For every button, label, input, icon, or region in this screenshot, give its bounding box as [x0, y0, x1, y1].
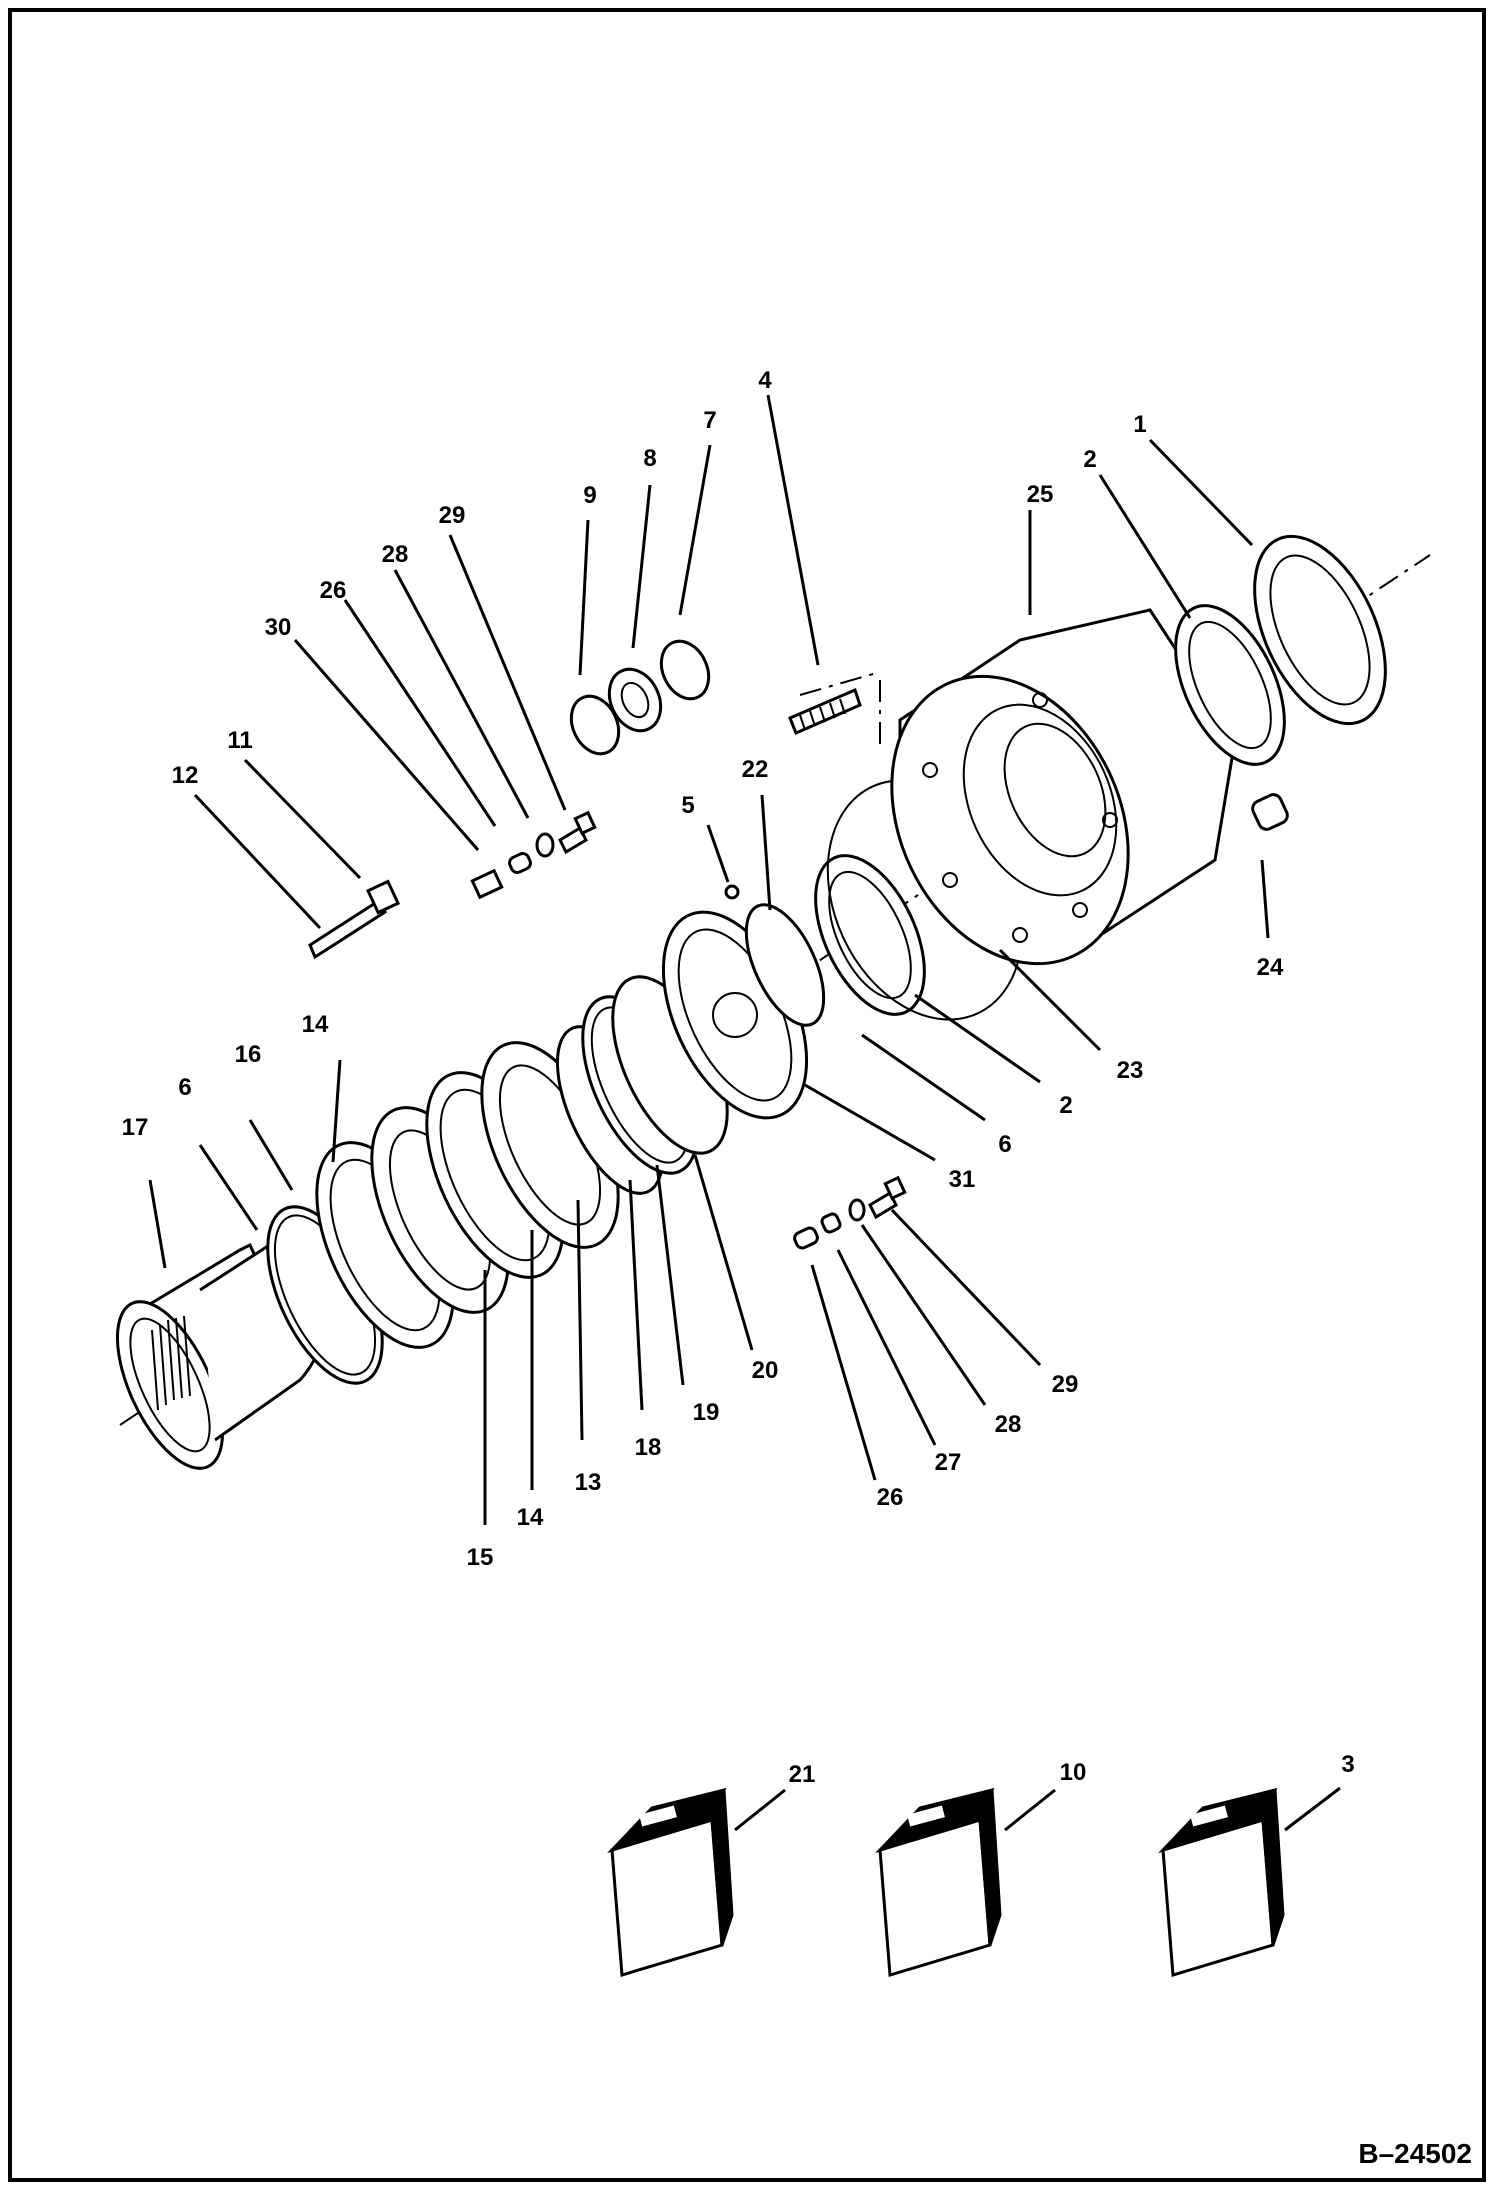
kit-box-10: [875, 1787, 1002, 1977]
callout-26: 26: [320, 577, 347, 604]
callout-16: 16: [235, 1041, 262, 1068]
callout-31: 31: [949, 1166, 976, 1193]
spring-30: [470, 868, 504, 900]
washer-8: [607, 667, 663, 733]
callout-28: 28: [995, 1411, 1022, 1438]
callout-3: 3: [1341, 1751, 1354, 1778]
seal-1: [1253, 534, 1387, 726]
spacer-27: [820, 1212, 842, 1234]
callout-29: 29: [1052, 1371, 1079, 1398]
callout-labels: 1 2 2 3 4 5 6 6 7 8 9 10 11 12 13 14 14 …: [122, 367, 1355, 1788]
callout-29: 29: [439, 502, 466, 529]
kit-box-3: [1158, 1787, 1285, 1977]
callout-23: 23: [1117, 1057, 1144, 1084]
ball-5: [724, 884, 740, 900]
drawing-number: B–24502: [1358, 2138, 1472, 2169]
bolt-12: [308, 879, 401, 960]
callout-27: 27: [935, 1449, 962, 1476]
callout-5: 5: [681, 792, 694, 819]
callout-21: 21: [789, 1761, 816, 1788]
callout-17: 17: [122, 1114, 149, 1141]
callout-30: 30: [265, 614, 292, 641]
callout-7: 7: [703, 407, 716, 434]
callout-6: 6: [998, 1131, 1011, 1158]
ring-7: [659, 639, 711, 701]
pin-26b: [793, 1226, 819, 1250]
callout-25: 25: [1027, 481, 1054, 508]
washer-28a: [535, 832, 555, 858]
callout-12: 12: [172, 762, 199, 789]
hub-housing-25: [890, 608, 1237, 966]
callout-11: 11: [227, 727, 252, 754]
screw-29b: [868, 1175, 907, 1220]
callout-15: 15: [467, 1544, 494, 1571]
bearing-2-outer: [1174, 604, 1286, 766]
screw-29a: [558, 810, 597, 855]
callout-10: 10: [1060, 1759, 1087, 1786]
stud-4: [788, 687, 862, 735]
callout-9: 9: [583, 482, 596, 509]
callout-28: 28: [382, 541, 409, 568]
callout-18: 18: [635, 1434, 662, 1461]
washer-28b: [848, 1198, 866, 1222]
bearing-2-inner: [814, 854, 926, 1016]
leader-lines: [148, 394, 1341, 1832]
callout-22: 22: [742, 756, 769, 783]
pin-26a: [508, 851, 532, 875]
callout-14: 14: [517, 1504, 544, 1531]
callout-4: 4: [758, 367, 772, 394]
callout-26: 26: [877, 1484, 904, 1511]
callout-2: 2: [1059, 1092, 1072, 1119]
stud-centerline: [799, 671, 881, 696]
kit-box-21: [607, 1787, 734, 1977]
callout-6: 6: [178, 1074, 191, 1101]
callout-24: 24: [1257, 954, 1284, 981]
callout-19: 19: [693, 1399, 720, 1426]
callout-8: 8: [643, 445, 656, 472]
callout-20: 20: [752, 1357, 779, 1384]
snap-ring-22: [744, 903, 826, 1027]
callout-13: 13: [575, 1469, 602, 1496]
callout-1: 1: [1133, 411, 1146, 438]
callout-2: 2: [1083, 446, 1096, 473]
callout-14: 14: [302, 1011, 329, 1038]
plug-24: [1251, 793, 1289, 831]
